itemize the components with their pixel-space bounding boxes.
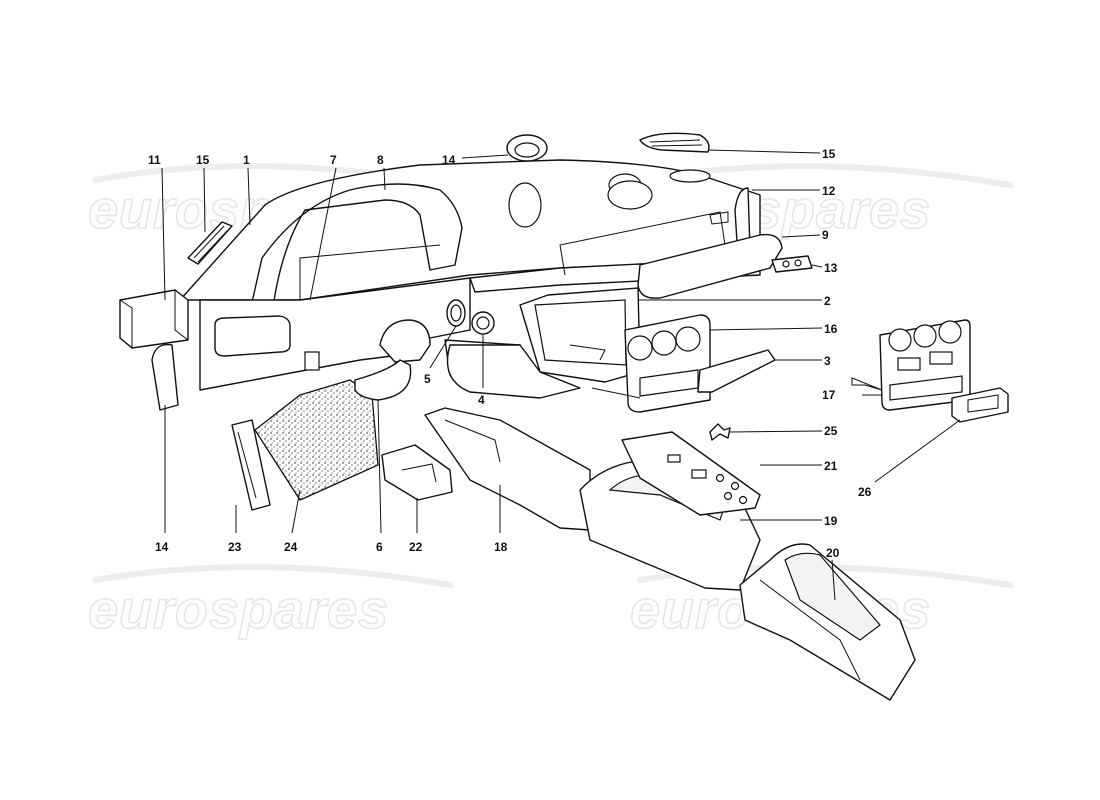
callout-1: 1 <box>243 153 250 167</box>
part-21-console-top-plate <box>621 431 761 516</box>
callout-9: 9 <box>822 228 829 242</box>
callout-18: 18 <box>494 540 508 554</box>
callout-21: 21 <box>824 459 838 473</box>
callout-26: 26 <box>858 485 872 499</box>
part-15-right-grille <box>639 132 710 153</box>
dashboard-assembly <box>179 159 761 393</box>
part-24-floor-carpet <box>254 379 379 501</box>
part-14-ring <box>506 134 548 162</box>
callout-11: 12 <box>822 184 836 198</box>
callout-14: 14 <box>442 153 456 167</box>
callout-8: 8 <box>377 153 384 167</box>
callout-24: 24 <box>284 540 298 554</box>
part-2-console-frame <box>519 287 641 383</box>
part-10-air-vent <box>119 289 189 349</box>
part-16-instrument-panel <box>624 314 711 413</box>
part-23-footrest <box>231 419 271 511</box>
callout-15-right: 15 <box>822 147 836 161</box>
callout-22: 22 <box>409 540 423 554</box>
part-15-left-grille <box>187 221 233 265</box>
callout-13: 14 <box>155 540 169 554</box>
callout-16: 16 <box>824 322 838 336</box>
callout-5: 5 <box>424 372 431 386</box>
part-22-bracket <box>381 444 453 501</box>
part-6-knee-pad <box>354 359 412 401</box>
callout-20: 20 <box>826 546 840 560</box>
callout-19: 19 <box>824 514 838 528</box>
part-20-gear-tunnel-cover <box>739 543 916 701</box>
callout-23: 23 <box>228 540 242 554</box>
callout-3: 3 <box>824 354 831 368</box>
part-3-shelf-panel <box>591 349 776 399</box>
callout-25: 25 <box>824 424 838 438</box>
part-9-glovebox-lid <box>637 233 783 299</box>
part-4-knob <box>471 311 495 335</box>
lower-dash-fairing <box>446 344 581 399</box>
part-13-trim-panel <box>151 343 179 411</box>
callout-2: 2 <box>824 294 831 308</box>
callout-7: 7 <box>330 153 337 167</box>
callout-4: 4 <box>478 393 485 407</box>
callout-10: 11 <box>148 153 161 167</box>
callout-17: 17 <box>822 388 836 402</box>
part-17-instrument-panel <box>851 319 971 411</box>
part-26-radio-bracket <box>951 387 1009 423</box>
part-12-switch <box>771 255 813 273</box>
watermark-bottom-left: eurospares <box>87 564 453 641</box>
callout-15-left: 15 <box>196 153 210 167</box>
part-5-knob <box>446 299 466 327</box>
watermark-text: eurospares <box>88 580 389 640</box>
leader-lines <box>161 149 961 601</box>
part-25-emblem <box>709 423 731 441</box>
callout-labels: 11 15 1 7 8 14 15 12 9 13 2 16 3 17 25 2… <box>148 147 872 560</box>
callout-12: 13 <box>824 261 838 275</box>
callout-6: 6 <box>376 540 383 554</box>
